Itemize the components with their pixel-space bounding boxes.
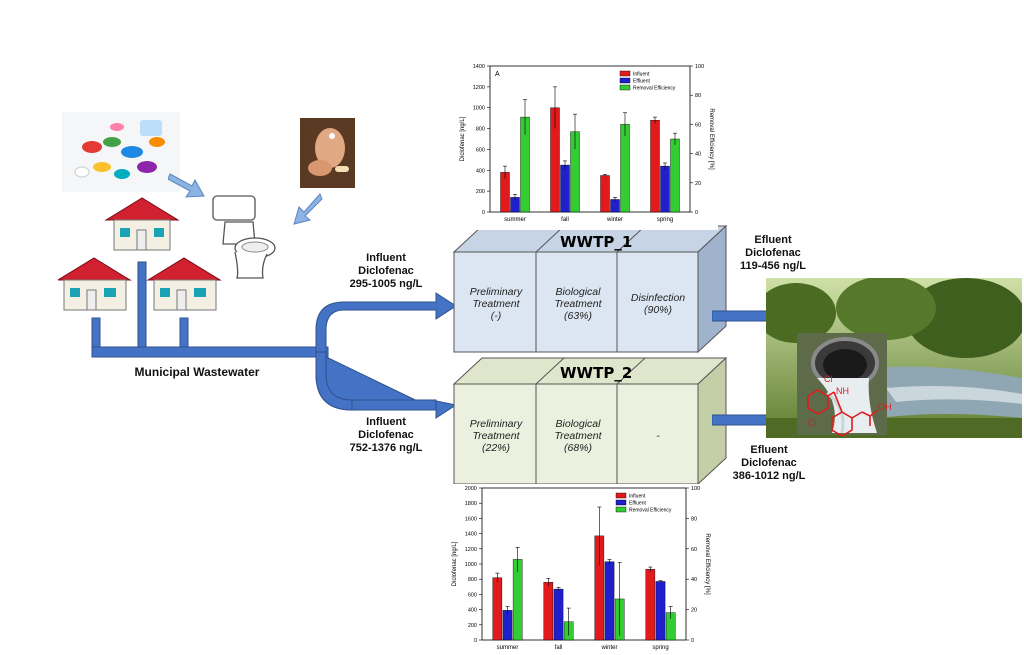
x-tick-label: fall xyxy=(561,217,569,223)
bar xyxy=(502,610,513,641)
y2-axis-title: Removal Efficiency [%] xyxy=(704,533,710,595)
y-tick-label: 200 xyxy=(476,189,485,195)
hand-to-toilet-arrow xyxy=(293,193,323,225)
x-tick-label: spring xyxy=(652,645,668,651)
y-tick-label: 800 xyxy=(468,577,477,583)
y-tick-label: 600 xyxy=(476,147,485,153)
y2-tick-label: 20 xyxy=(691,608,697,614)
wwtp1-seasonal-chart: 0 200 400 600 800 1000 1200 1400 0 20 40 60 80 100Dic… xyxy=(456,58,718,230)
y-tick-label: 600 xyxy=(468,592,477,598)
x-tick-label: summer xyxy=(504,217,526,223)
pills-photo xyxy=(62,112,180,192)
x-tick-label: winter xyxy=(600,645,617,651)
y-axis-title: Diclofenac [ng/L] xyxy=(460,116,466,161)
x-tick-label: spring xyxy=(657,217,673,223)
legend-swatch xyxy=(615,492,627,499)
diclofenac-molecule: Cl Cl NH OH xyxy=(807,374,892,437)
wwtp1-box xyxy=(452,224,728,354)
bar xyxy=(600,175,610,213)
y-tick-label: 0 xyxy=(474,638,477,644)
y-tick-label: 1200 xyxy=(465,547,477,553)
y-tick-label: 1800 xyxy=(465,501,477,507)
y2-tick-label: 80 xyxy=(695,93,701,99)
y-tick-label: 1400 xyxy=(465,532,477,538)
molecule-nh: NH xyxy=(836,386,849,396)
bar xyxy=(645,569,656,641)
y2-tick-label: 40 xyxy=(691,577,697,583)
pills-to-toilet-arrow xyxy=(168,173,205,198)
y-axis-title: Diclofenac [ng/L] xyxy=(452,541,458,586)
houses-icon xyxy=(58,197,222,311)
y2-tick-label: 20 xyxy=(695,181,701,187)
y-tick-label: 400 xyxy=(476,168,485,174)
y-tick-label: 1000 xyxy=(473,106,485,112)
y2-tick-label: 40 xyxy=(695,152,701,158)
x-tick-label: summer xyxy=(497,645,519,651)
y2-tick-label: 0 xyxy=(691,638,694,644)
hand-pill-photo xyxy=(300,118,355,188)
y2-tick-label: 100 xyxy=(691,486,700,492)
legend-label: Influent xyxy=(633,72,650,78)
wwtp1-title: WWTP_1 xyxy=(560,233,633,251)
legend-swatch xyxy=(619,77,631,84)
panel-label: A xyxy=(495,71,500,78)
outfall-photo xyxy=(797,333,887,435)
molecule-cl-bottom: Cl xyxy=(808,418,817,428)
y-tick-label: 400 xyxy=(468,608,477,614)
municipal-wastewater-label: Municipal Wastewater xyxy=(134,365,260,379)
legend-swatch xyxy=(615,506,627,513)
y-tick-label: 1000 xyxy=(465,562,477,568)
legend-label: Removal Efficiency xyxy=(629,508,672,514)
wwtp2-seasonal-chart: 0 200 400 600 800 1000 1200 1400 1600 1800 2000 0 20… xyxy=(446,484,718,654)
legend-label: Influent xyxy=(629,494,646,500)
bar xyxy=(670,138,680,213)
legend-label: Effluent xyxy=(629,501,646,507)
bar xyxy=(560,164,570,213)
legend-swatch xyxy=(619,70,631,77)
y-tick-label: 1200 xyxy=(473,85,485,91)
molecule-cl-top: Cl xyxy=(824,374,833,384)
legend-swatch xyxy=(615,499,627,506)
legend-label: Effluent xyxy=(633,79,650,85)
y-tick-label: 1400 xyxy=(473,64,485,70)
bar xyxy=(650,120,660,213)
bar xyxy=(655,581,666,641)
y2-tick-label: 80 xyxy=(691,516,697,522)
molecule-oh: OH xyxy=(878,402,892,412)
x-tick-label: winter xyxy=(606,217,623,223)
wastewater-pipes xyxy=(91,261,458,419)
legend-label: Removal Efficiency xyxy=(633,86,676,92)
wwtp2-stage-none: - xyxy=(656,430,660,442)
y2-tick-label: 100 xyxy=(695,64,704,70)
bar xyxy=(543,582,554,641)
bar xyxy=(660,165,670,213)
y-tick-label: 200 xyxy=(468,623,477,629)
y-tick-label: 2000 xyxy=(465,486,477,492)
wwtp2-title: WWTP_2 xyxy=(560,364,633,382)
legend-swatch xyxy=(619,84,631,91)
y2-tick-label: 60 xyxy=(695,122,701,128)
toilet-icon xyxy=(212,195,276,279)
x-tick-label: fall xyxy=(555,645,563,651)
wwtp1-stage-disinfection: Disinfection(90%) xyxy=(630,292,686,316)
bar xyxy=(620,124,630,213)
y2-axis-title: Removal Efficiency [%] xyxy=(708,108,714,170)
y-tick-label: 0 xyxy=(482,210,485,216)
bar xyxy=(553,588,564,641)
y2-tick-label: 0 xyxy=(695,210,698,216)
bar xyxy=(492,577,503,641)
y-tick-label: 800 xyxy=(476,127,485,133)
bar xyxy=(604,561,615,641)
y2-tick-label: 60 xyxy=(691,547,697,553)
y-tick-label: 1600 xyxy=(465,516,477,522)
